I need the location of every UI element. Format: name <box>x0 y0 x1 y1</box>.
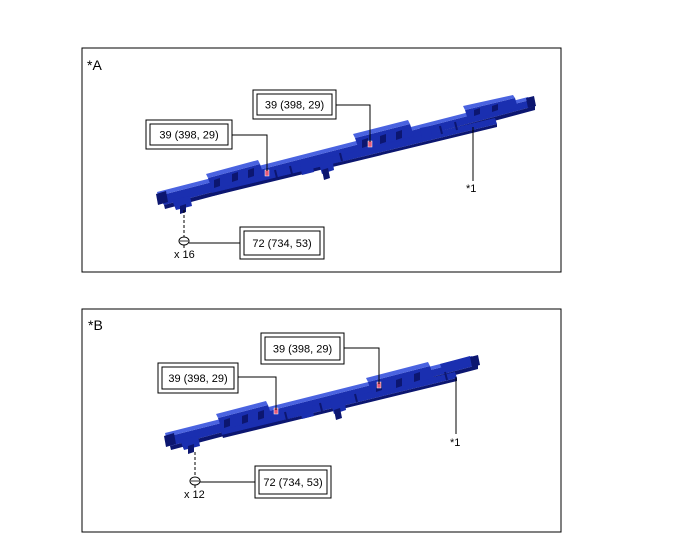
panel-a: *A <box>81 47 562 273</box>
panel-b-callout-left: 39 (398, 29) <box>157 362 277 410</box>
panel-b: *B <box>81 308 562 533</box>
svg-text:x 16: x 16 <box>174 249 195 261</box>
svg-text:39 (398, 29): 39 (398, 29) <box>159 130 218 142</box>
panel-b-frame <box>81 308 562 533</box>
panel-b-callout-clip: 72 (734, 53) <box>200 465 332 499</box>
panel-a-callout-clip: 72 (734, 53) <box>189 226 325 260</box>
panel-b-part-ref: *1 <box>450 377 460 449</box>
svg-text:x 12: x 12 <box>184 489 205 501</box>
panel-a-callout-left: 39 (398, 29) <box>145 119 268 171</box>
panel-a-callout-top: 39 (398, 29) <box>252 89 371 142</box>
panel-b-callout-top: 39 (398, 29) <box>260 332 380 384</box>
panel-b-label: *B <box>88 317 103 333</box>
panel-a-part-ref: *1 <box>466 127 476 195</box>
svg-text:39 (398, 29): 39 (398, 29) <box>265 100 324 112</box>
panel-a-frame <box>81 47 562 273</box>
svg-text:*1: *1 <box>466 183 476 195</box>
panel-a-clip: x 16 <box>174 210 195 261</box>
svg-text:39 (398, 29): 39 (398, 29) <box>273 344 332 356</box>
svg-text:72 (734, 53): 72 (734, 53) <box>252 238 311 250</box>
panel-a-rail-assembly <box>156 95 536 214</box>
svg-text:72 (734, 53): 72 (734, 53) <box>263 477 322 489</box>
panel-a-label: *A <box>87 57 102 73</box>
panel-b-rail-assembly <box>164 355 480 454</box>
svg-text:*1: *1 <box>450 437 460 449</box>
panel-b-clip: x 12 <box>184 452 205 501</box>
svg-text:39 (398, 29): 39 (398, 29) <box>168 373 227 385</box>
